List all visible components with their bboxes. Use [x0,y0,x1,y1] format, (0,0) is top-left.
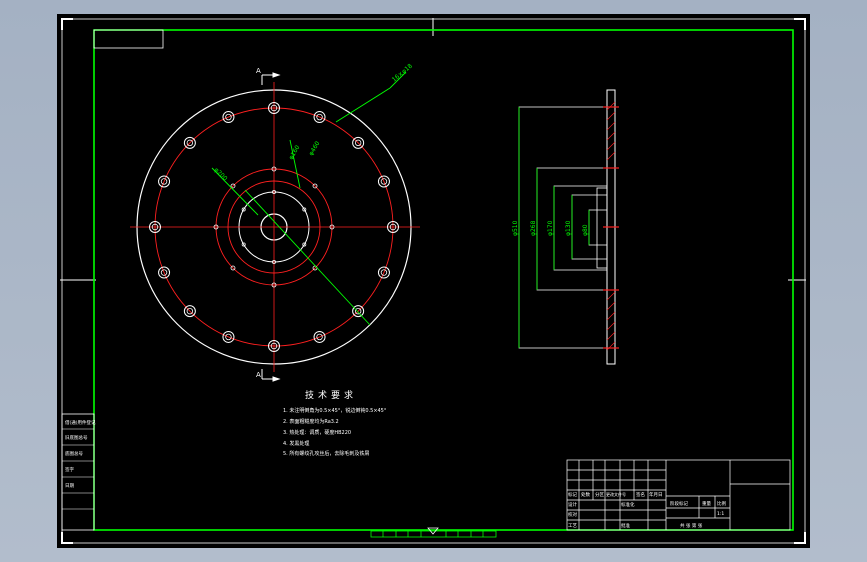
tb-scale-value: 1:1 [717,511,724,517]
inner-hole [230,265,236,271]
tb-role-check: 校对 [568,511,577,518]
inner-holes [213,166,335,288]
tb-header-4: 更改文件号 [606,491,626,497]
bolt-hole [268,340,280,352]
bolt-hole [313,111,326,124]
bolt-hole [313,330,326,343]
notes-line-3: 3. 热处理：调质，硬度HB220 [283,429,351,436]
bolt-hole [377,175,390,188]
notes-line-4: 4. 发黑处理 [283,440,309,447]
tb-sheet-text: 共 张 第 张 [680,522,703,529]
hole-leader-tail [389,71,407,89]
tb-stage-label: 阶段标记 [670,500,688,507]
stamp-label-1: 借(通)用件登记 [65,419,96,426]
notes-title: 技术要求 [305,389,357,401]
bolt-hole [268,102,280,114]
bolt-holes [149,102,399,352]
sheet-center-marks [60,18,806,281]
small-diameter-line [211,167,259,216]
bolt-hole [183,136,196,149]
inner-hole [213,224,219,230]
bolt-hole [352,136,365,149]
notes-line-1: 1. 未注明倒角为0.5×45°，锐边倒钝0.5×45° [283,407,387,414]
hole-leader [335,87,391,123]
stamp-label-2: 旧底图总号 [65,434,88,441]
inner-hole [329,224,335,230]
stamp-label-3: 底图总号 [65,450,83,457]
inner-hole [312,183,318,189]
hub-hole [241,242,246,247]
inner-diameter-line [289,139,301,189]
bolt-hole [377,266,390,279]
side-dim-label-1: φ510 [512,220,519,236]
hub-hole [272,260,276,264]
side-dim-arrows [518,107,590,348]
left-stamp: 借(通)用件登记 旧底图总号 底图总号 签字 日期 [61,413,96,531]
section-mark-top [261,72,281,85]
section-hatch [606,101,616,351]
title-block-text: 标记 处数 分区 更改文件号 签名 年月日 设计 校对 工艺 标准化 批准 阶段… [568,491,726,529]
side-hole-marks [603,106,619,349]
hub-hole [302,207,307,212]
bolt-hole [222,111,235,124]
bolt-hole [352,305,365,318]
tb-header-5: 签名 [636,491,645,498]
drawing-background [57,14,810,548]
drawing-frame [93,29,794,531]
tb-approve: 批准 [621,522,630,529]
code-box [93,29,164,49]
bolt-hole [387,221,399,233]
stamp-label-4: 签字 [65,466,74,473]
notes-line-2: 2. 表面粗糙度均为Ra3.2 [283,418,339,425]
bottom-center-mark [427,527,439,535]
large-diameter-line [244,189,371,326]
bolt-hole [149,221,161,233]
notes-line-5: 5. 所有螺纹孔攻丝后，去除毛刺及铁屑 [283,450,369,457]
side-dim-label-3: φ170 [547,220,554,236]
hub-hole [272,190,276,194]
tb-scale-label: 比例 [717,500,726,507]
tb-header-1: 标记 [568,491,577,498]
inner-hole [271,282,277,288]
stamp-label-5: 日期 [65,483,74,489]
sheet-border [61,18,806,544]
side-dim-label-5: φ80 [582,224,589,236]
bolt-hole [222,330,235,343]
bolt-hole [158,175,171,188]
section-label-top: A [256,67,261,75]
hub-hole [241,207,246,212]
tb-role-design: 设计 [568,501,577,508]
technical-notes: 技术要求 1. 未注明倒角为0.5×45°，锐边倒钝0.5×45° 2. 表面粗… [283,389,387,457]
inner-hole [271,166,277,172]
side-dim-label-2: φ268 [530,220,537,236]
section-label-bottom: A [256,371,261,379]
section-mark-bottom [261,369,281,382]
bottom-ruler [370,530,497,538]
side-view: φ510 φ268 φ170 φ130 φ80 [512,89,619,365]
tb-role-process: 工艺 [568,523,577,529]
tb-header-6: 年月日 [649,491,663,498]
front-view: A A 16×φ18 φ200 φ160 φ460 [130,62,420,382]
bolt-hole [158,266,171,279]
inner-hole [230,183,236,189]
side-dim-label-4: φ130 [565,220,572,236]
bolt-hole [183,305,196,318]
title-block [566,459,791,531]
tb-header-2: 处数 [581,491,590,498]
tb-weight-label: 重量 [702,500,711,507]
tb-standardization: 标准化 [621,501,635,508]
hub-hole [302,242,307,247]
hub-recess [596,187,608,269]
tb-header-3: 分区 [595,491,604,498]
